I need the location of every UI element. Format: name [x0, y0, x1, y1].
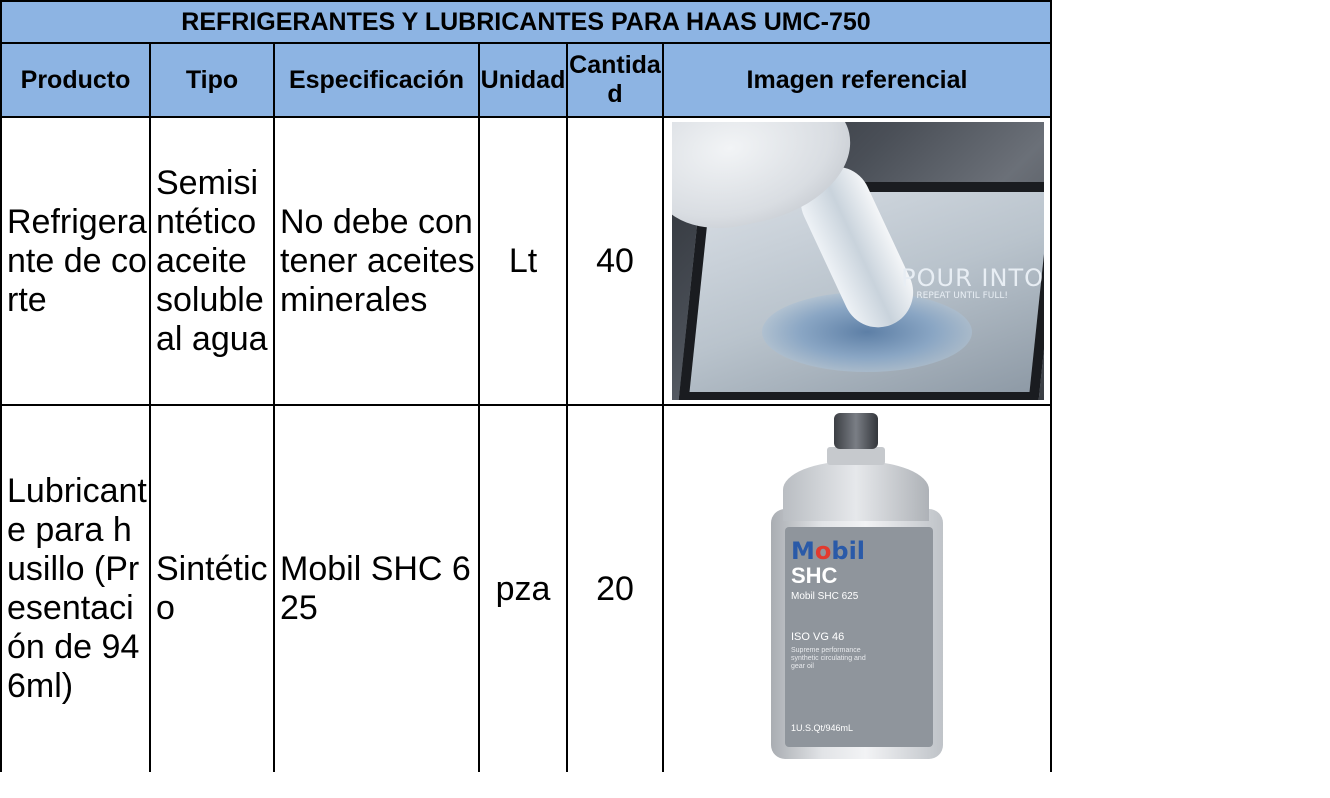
product-line: SHC [791, 563, 838, 588]
header-especificacion: Especificación [273, 42, 480, 118]
cell-imagen: POUR INTO REPEAT UNTIL FULL! [662, 116, 1052, 406]
coolant-pour-image: POUR INTO REPEAT UNTIL FULL! [672, 122, 1044, 400]
cell-imagen: Mobil SHC Mobil SHC 625 ISO VG 46 Suprem… [662, 404, 1052, 772]
cell-unidad: pza [478, 404, 568, 772]
header-row: Producto Tipo Especificación Unidad Cant… [0, 42, 1052, 118]
header-unidad: Unidad [478, 42, 568, 118]
mobil-logo: Mobil [791, 537, 866, 565]
bottle-shoulder [783, 461, 929, 521]
caption-main: POUR INTO [901, 264, 1044, 292]
cell-cantidad: 40 [566, 116, 664, 406]
table-row: Refrigerante de corte Semisintético acei… [0, 116, 1052, 406]
cell-tipo: Semisintético aceite soluble al agua [149, 116, 275, 406]
cell-tipo: Sintético [149, 404, 275, 772]
product-description: Supreme performance synthetic circulatin… [791, 647, 866, 670]
product-name: Mobil SHC 625 [791, 591, 859, 602]
mobil-bottle-image: Mobil SHC Mobil SHC 625 ISO VG 46 Suprem… [671, 409, 1043, 769]
lubricants-table: REFRIGERANTES Y LUBRICANTES PARA HAAS UM… [0, 0, 1052, 772]
table-title: REFRIGERANTES Y LUBRICANTES PARA HAAS UM… [0, 0, 1052, 44]
bottle-cap [834, 413, 878, 449]
cell-cantidad: 20 [566, 404, 664, 772]
iso-grade: ISO VG 46 [791, 631, 845, 643]
bottle-label: Mobil SHC Mobil SHC 625 ISO VG 46 Suprem… [785, 527, 933, 747]
video-caption: POUR INTO REPEAT UNTIL FULL! [901, 265, 1044, 302]
cell-especificacion: Mobil SHC 625 [273, 404, 480, 772]
bottle-neck [827, 447, 885, 465]
table-row: Lubricante para husillo (Presentación de… [0, 404, 1052, 772]
header-producto: Producto [0, 42, 151, 118]
cell-producto: Refrigerante de corte [0, 116, 151, 406]
volume-label: 1U.S.Qt/946mL [791, 723, 854, 733]
cell-producto: Lubricante para husillo (Presentación de… [0, 404, 151, 772]
cell-unidad: Lt [478, 116, 568, 406]
cell-especificacion: No debe contener aceites minerales [273, 116, 480, 406]
header-imagen: Imagen referencial [662, 42, 1052, 118]
caption-sub: REPEAT UNTIL FULL! [916, 291, 1008, 301]
header-cantidad: Cantidad [566, 42, 664, 118]
header-tipo: Tipo [149, 42, 275, 118]
